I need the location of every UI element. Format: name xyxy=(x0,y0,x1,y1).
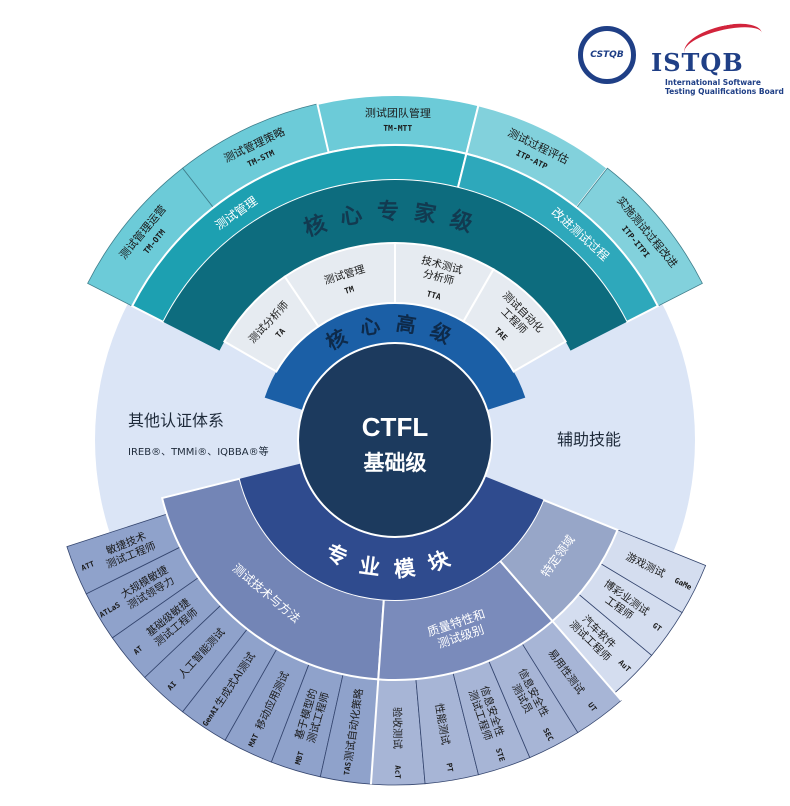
advanced-module-ta xyxy=(223,275,320,373)
other-certs-title: 其他认证体系 xyxy=(128,411,225,430)
istqb-subtitle: International Software Testing Qualifica… xyxy=(665,78,784,96)
specialist-module-code-line: AI xyxy=(165,679,178,692)
specialist-module-name: 验收测试 xyxy=(391,707,404,750)
group-separator xyxy=(551,620,623,702)
expert-module-name: 测试团队管理 xyxy=(365,106,431,121)
foundation-title: CTFL xyxy=(362,412,429,442)
expert-module-code: TM-MTT xyxy=(383,124,412,133)
specialist-module-code: MBT xyxy=(293,750,306,766)
supporting-skills-title: 辅助技能 xyxy=(557,430,622,449)
specialist-module-code: STE xyxy=(494,747,507,763)
specialist-module-code-line: STE xyxy=(494,747,507,763)
istqb-logo: ISTQB xyxy=(651,48,744,77)
cstqb-logo-text: CSTQB xyxy=(590,50,624,60)
advanced-module-code: TTA xyxy=(426,289,442,301)
advanced-module-tm xyxy=(283,241,396,328)
specialist-module-code-line: AcT xyxy=(393,765,402,779)
istqb-subtitle-line: Testing Qualifications Board xyxy=(665,87,784,96)
advanced-module-code-line: TTA xyxy=(426,289,442,301)
logo-area: CSTQB ISTQB International Software Testi… xyxy=(573,19,788,96)
core-expert-band xyxy=(163,179,627,351)
advanced-module-tta xyxy=(394,241,495,323)
advanced-module-code-line: TM xyxy=(343,284,355,295)
group-separator xyxy=(369,679,380,785)
foundation-subtitle: 基础级 xyxy=(364,451,427,475)
specialist-module-code: AI xyxy=(165,679,178,692)
expert-module-code-line: TM-MTT xyxy=(383,124,412,133)
foundation-circle xyxy=(297,342,493,538)
specialist-module-code-line: PT xyxy=(444,762,454,773)
cstqb-logo: CSTQB xyxy=(578,26,636,84)
core-advanced-band xyxy=(264,303,526,411)
specialist-module-code-line: MBT xyxy=(293,750,306,766)
specialist-module-code: TAS xyxy=(342,761,353,776)
istqb-subtitle-line: International Software xyxy=(665,78,761,87)
specialist-module-code: AcT xyxy=(393,765,402,779)
advanced-module-tae xyxy=(462,268,567,373)
specialist-module-code: PT xyxy=(444,762,454,773)
specialist-module-name-line: 验收测试 xyxy=(391,707,404,750)
specialist-module-code-line: TAS xyxy=(342,761,353,776)
specialist-band xyxy=(239,463,544,600)
expert-module-name-line: 测试团队管理 xyxy=(365,106,431,121)
other-certs-subtitle: IREB®、TMMi®、IQBBA®等 xyxy=(128,447,269,458)
advanced-module-code: TM xyxy=(343,284,355,295)
